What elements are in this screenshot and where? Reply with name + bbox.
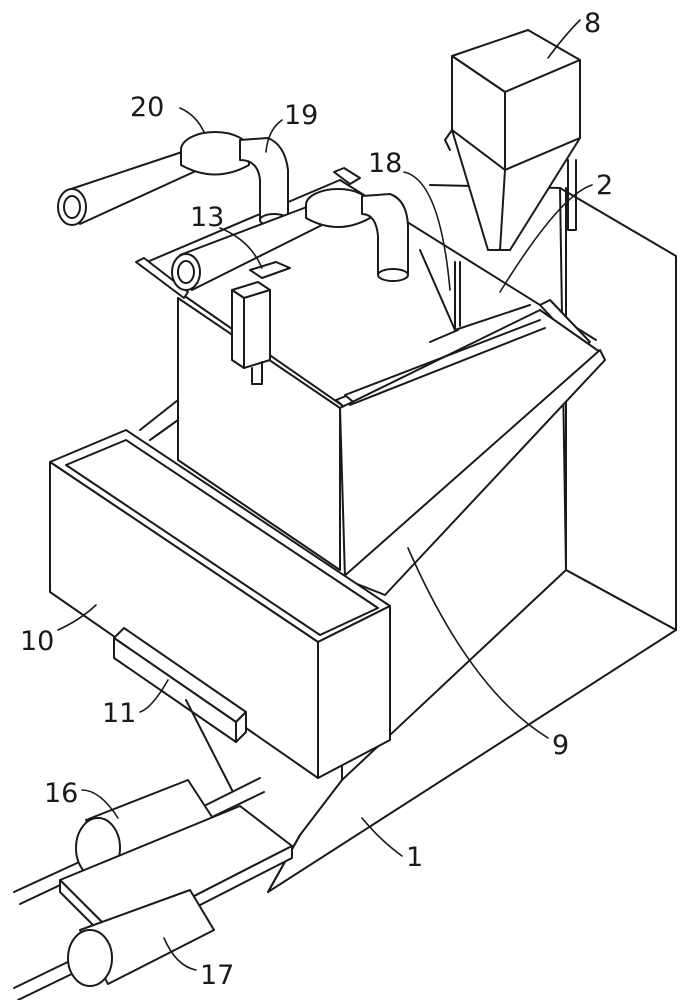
- label-19: 19: [284, 100, 318, 131]
- blower-assembly-front: [171, 188, 409, 291]
- label-20: 20: [130, 92, 164, 123]
- label-17: 17: [200, 960, 234, 991]
- reference-labels: 1 2 8 9 10 11 13 16 17 18 19 20: [20, 8, 613, 991]
- label-1: 1: [406, 842, 423, 873]
- collection-trough: [49, 429, 391, 779]
- bracket-plate: [113, 627, 247, 791]
- label-9: 9: [552, 730, 569, 761]
- label-2: 2: [596, 170, 613, 201]
- main-housing: [267, 184, 677, 893]
- sensor-rod: [419, 249, 531, 343]
- feed-hopper: [444, 29, 581, 251]
- label-10: 10: [20, 626, 54, 657]
- blower-assembly-rear: [57, 131, 289, 227]
- label-16: 16: [44, 778, 78, 809]
- roller-assembly: [13, 805, 293, 1000]
- label-18: 18: [368, 148, 402, 179]
- label-11: 11: [102, 698, 136, 729]
- label-8: 8: [584, 8, 601, 39]
- inclined-chute: [341, 319, 606, 596]
- adjustable-slider: [231, 261, 291, 385]
- leader-lines: [57, 19, 593, 971]
- label-13: 13: [190, 202, 224, 233]
- central-chamber: [139, 297, 601, 579]
